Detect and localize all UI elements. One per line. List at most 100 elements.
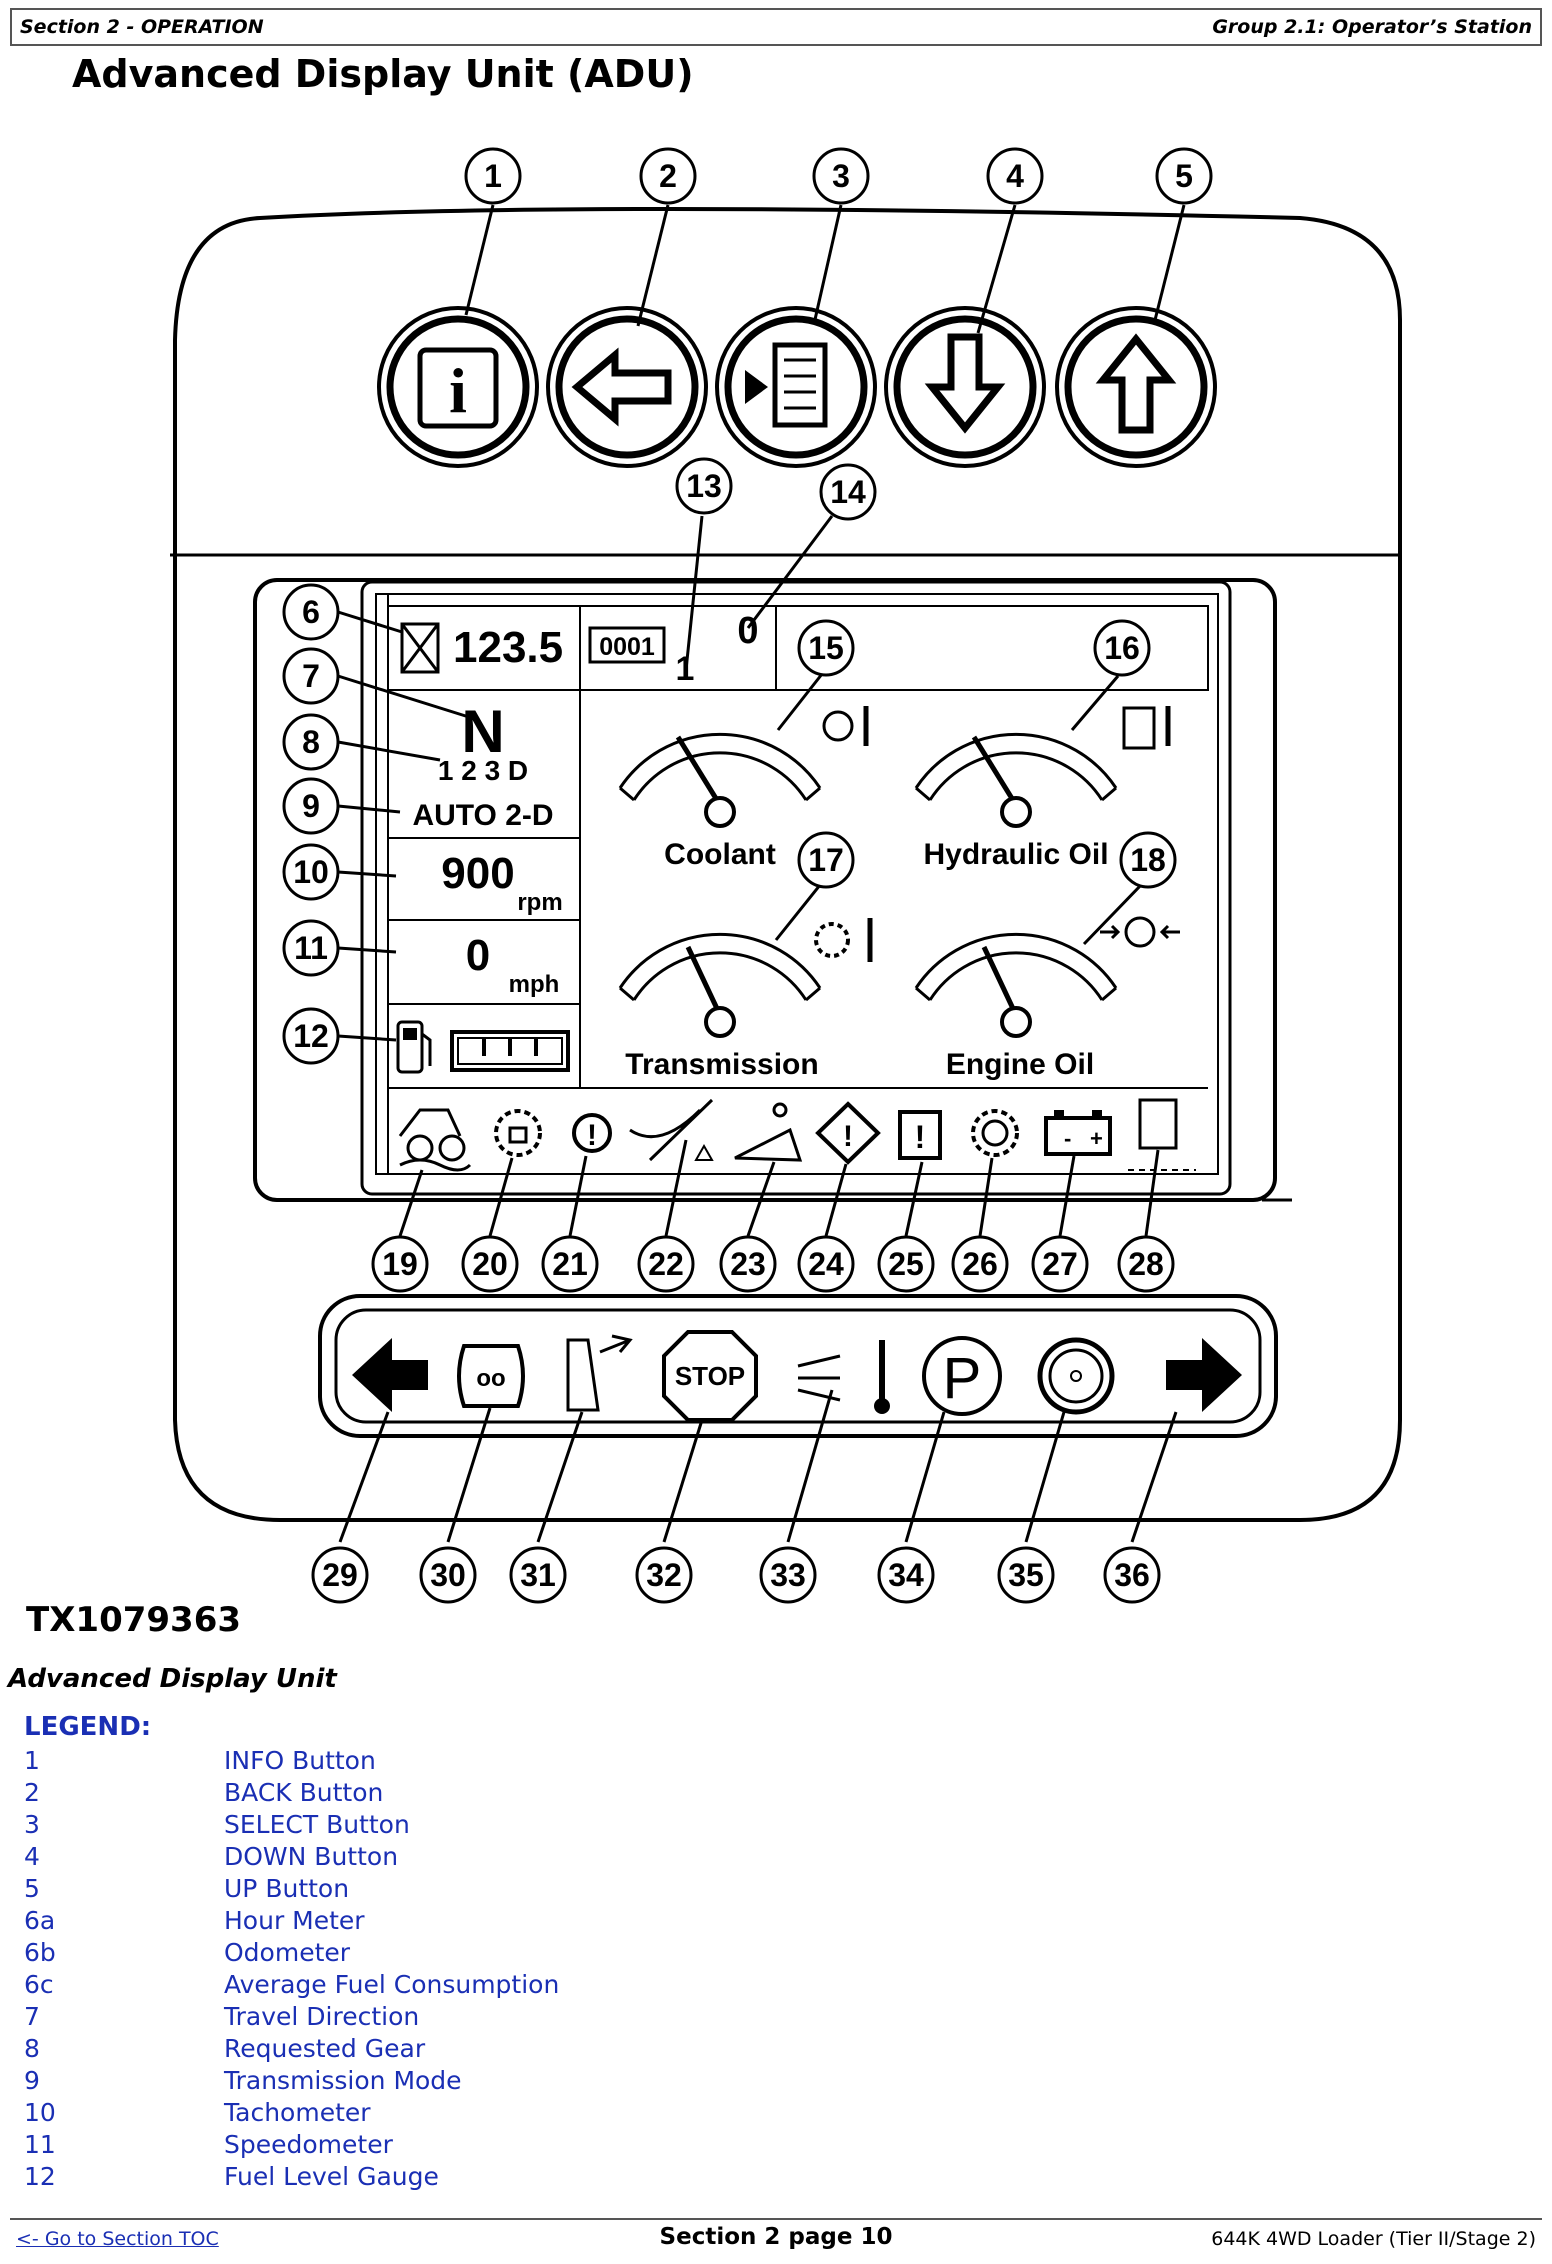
svg-text:21: 21 (552, 1246, 588, 1282)
callout-10: 10 (282, 843, 340, 901)
svg-text:8: 8 (302, 724, 320, 760)
callout-5: 5 (1155, 147, 1213, 205)
legend-item-label: INFO Button (224, 1746, 376, 1775)
stop-icon: STOP (662, 1330, 758, 1422)
svg-text:23: 23 (730, 1246, 766, 1282)
down-button[interactable] (884, 306, 1046, 468)
svg-text:-: - (1064, 1126, 1071, 1151)
transmission-gear-icon (814, 922, 850, 958)
legend-item-label: DOWN Button (224, 1842, 399, 1871)
svg-text:33: 33 (770, 1557, 806, 1593)
svg-text:18: 18 (1130, 842, 1166, 878)
callout-21: 21 (541, 1235, 599, 1293)
svg-text:26: 26 (962, 1246, 998, 1282)
legend-item-number: 4 (24, 1842, 40, 1871)
adu-housing (173, 207, 1402, 1522)
right-turn-icon (1166, 1338, 1242, 1412)
tachometer-unit: rpm (517, 889, 562, 916)
adu-figure: i 123.5 0001 1 0 (170, 147, 1402, 1604)
callout-30: 30 (419, 1546, 477, 1604)
battery-icon: -+ (1044, 1110, 1112, 1156)
svg-text:12: 12 (293, 1018, 329, 1054)
svg-text:28: 28 (1128, 1246, 1164, 1282)
svg-text:!: ! (915, 1119, 926, 1155)
section-toc-link[interactable]: <- Go to Section TOC (16, 2228, 219, 2250)
svg-text:5: 5 (1175, 158, 1193, 194)
legend-item-number: 8 (24, 2034, 40, 2063)
svg-text:27: 27 (1042, 1246, 1078, 1282)
legend-item-label: Fuel Level Gauge (224, 2162, 439, 2191)
legend-item-number: 2 (24, 1778, 40, 1807)
legend-item-number: 9 (24, 2066, 40, 2095)
callout-7: 7 (282, 647, 340, 705)
info-icon: i (449, 355, 467, 426)
brake-warning-icon: ! (572, 1113, 612, 1153)
select-button[interactable] (715, 306, 877, 468)
legend-item-number: 1 (24, 1746, 40, 1775)
fuel-pump-icon (396, 1020, 432, 1074)
back-button[interactable] (546, 306, 708, 468)
callout-22: 22 (637, 1235, 695, 1293)
svg-text:36: 36 (1114, 1557, 1150, 1593)
callout-13: 13 (675, 457, 733, 515)
select-icon (745, 370, 768, 404)
hour-meter-value: 123.5 (453, 623, 563, 672)
svg-text:34: 34 (888, 1557, 924, 1593)
legend-item-label: Tachometer (224, 2098, 371, 2127)
group-label: Group 2.1: Operator’s Station (1212, 16, 1532, 38)
engine-oil-label: Engine Oil (946, 1048, 1094, 1081)
callout-28: 28 (1117, 1235, 1175, 1293)
park-brake-fault-icon (494, 1109, 542, 1157)
page-title: Advanced Display Unit (ADU) (72, 52, 694, 96)
svg-text:P: P (943, 1346, 982, 1411)
legend-item-label: Transmission Mode (224, 2066, 462, 2095)
engine-oil-pressure-icon (1124, 916, 1156, 948)
legend-item-number: 3 (24, 1810, 40, 1839)
legend-item-label: Odometer (224, 1938, 351, 1967)
svg-text:3: 3 (832, 158, 850, 194)
legend-item-number: 12 (24, 2162, 56, 2191)
svg-text:29: 29 (322, 1557, 358, 1593)
callout-33: 33 (759, 1546, 817, 1604)
legend-title: LEGEND: (24, 1712, 152, 1742)
speedometer-unit: mph (509, 971, 560, 998)
svg-text:30: 30 (430, 1557, 466, 1593)
coolant-label: Coolant (664, 838, 776, 871)
legend-item-label: Hour Meter (224, 1906, 365, 1935)
callout-24: 24 (797, 1235, 855, 1293)
back-arrow-icon (571, 347, 672, 427)
hour-meter-icon (400, 622, 440, 674)
up-button[interactable] (1055, 306, 1217, 468)
display-screen (360, 580, 1232, 1196)
callout-14: 14 (819, 463, 877, 521)
svg-text:!: ! (587, 1119, 597, 1152)
info-button[interactable]: i (377, 306, 539, 468)
figure-id: TX1079363 (26, 1600, 242, 1640)
page-header: Section 2 - OPERATION Group 2.1: Operato… (10, 8, 1542, 46)
svg-text:2: 2 (659, 158, 677, 194)
legend-item-label: Requested Gear (224, 2034, 426, 2063)
svg-text:31: 31 (520, 1557, 556, 1593)
service-gear-icon (971, 1109, 1019, 1157)
callout-31: 31 (509, 1546, 567, 1604)
hydraulic-oil-gauge: Hydraulic Oil (914, 706, 1171, 871)
callout-23: 23 (719, 1235, 777, 1293)
indicator-row: ! ! ! -+ (398, 1098, 1196, 1172)
legend-item-number: 5 (24, 1874, 40, 1903)
left-turn-icon (352, 1338, 428, 1412)
svg-text:25: 25 (888, 1246, 924, 1282)
travel-direction: N (461, 698, 504, 765)
return-to-dig-icon (734, 1102, 803, 1162)
tachometer-value: 900 (441, 849, 514, 898)
requested-gear: 1 2 3 D (438, 755, 528, 786)
joystick-steering-icon (566, 1334, 633, 1412)
svg-text:oo: oo (476, 1365, 505, 1392)
svg-text:4: 4 (1006, 158, 1024, 194)
svg-text:STOP: STOP (675, 1361, 745, 1391)
callout-3: 3 (812, 147, 870, 205)
callout-18: 18 (1119, 831, 1177, 889)
svg-text:6: 6 (302, 594, 320, 630)
hydraulic-oil-label: Hydraulic Oil (923, 838, 1108, 871)
svg-text:7: 7 (302, 658, 320, 694)
callout-20: 20 (461, 1235, 519, 1293)
